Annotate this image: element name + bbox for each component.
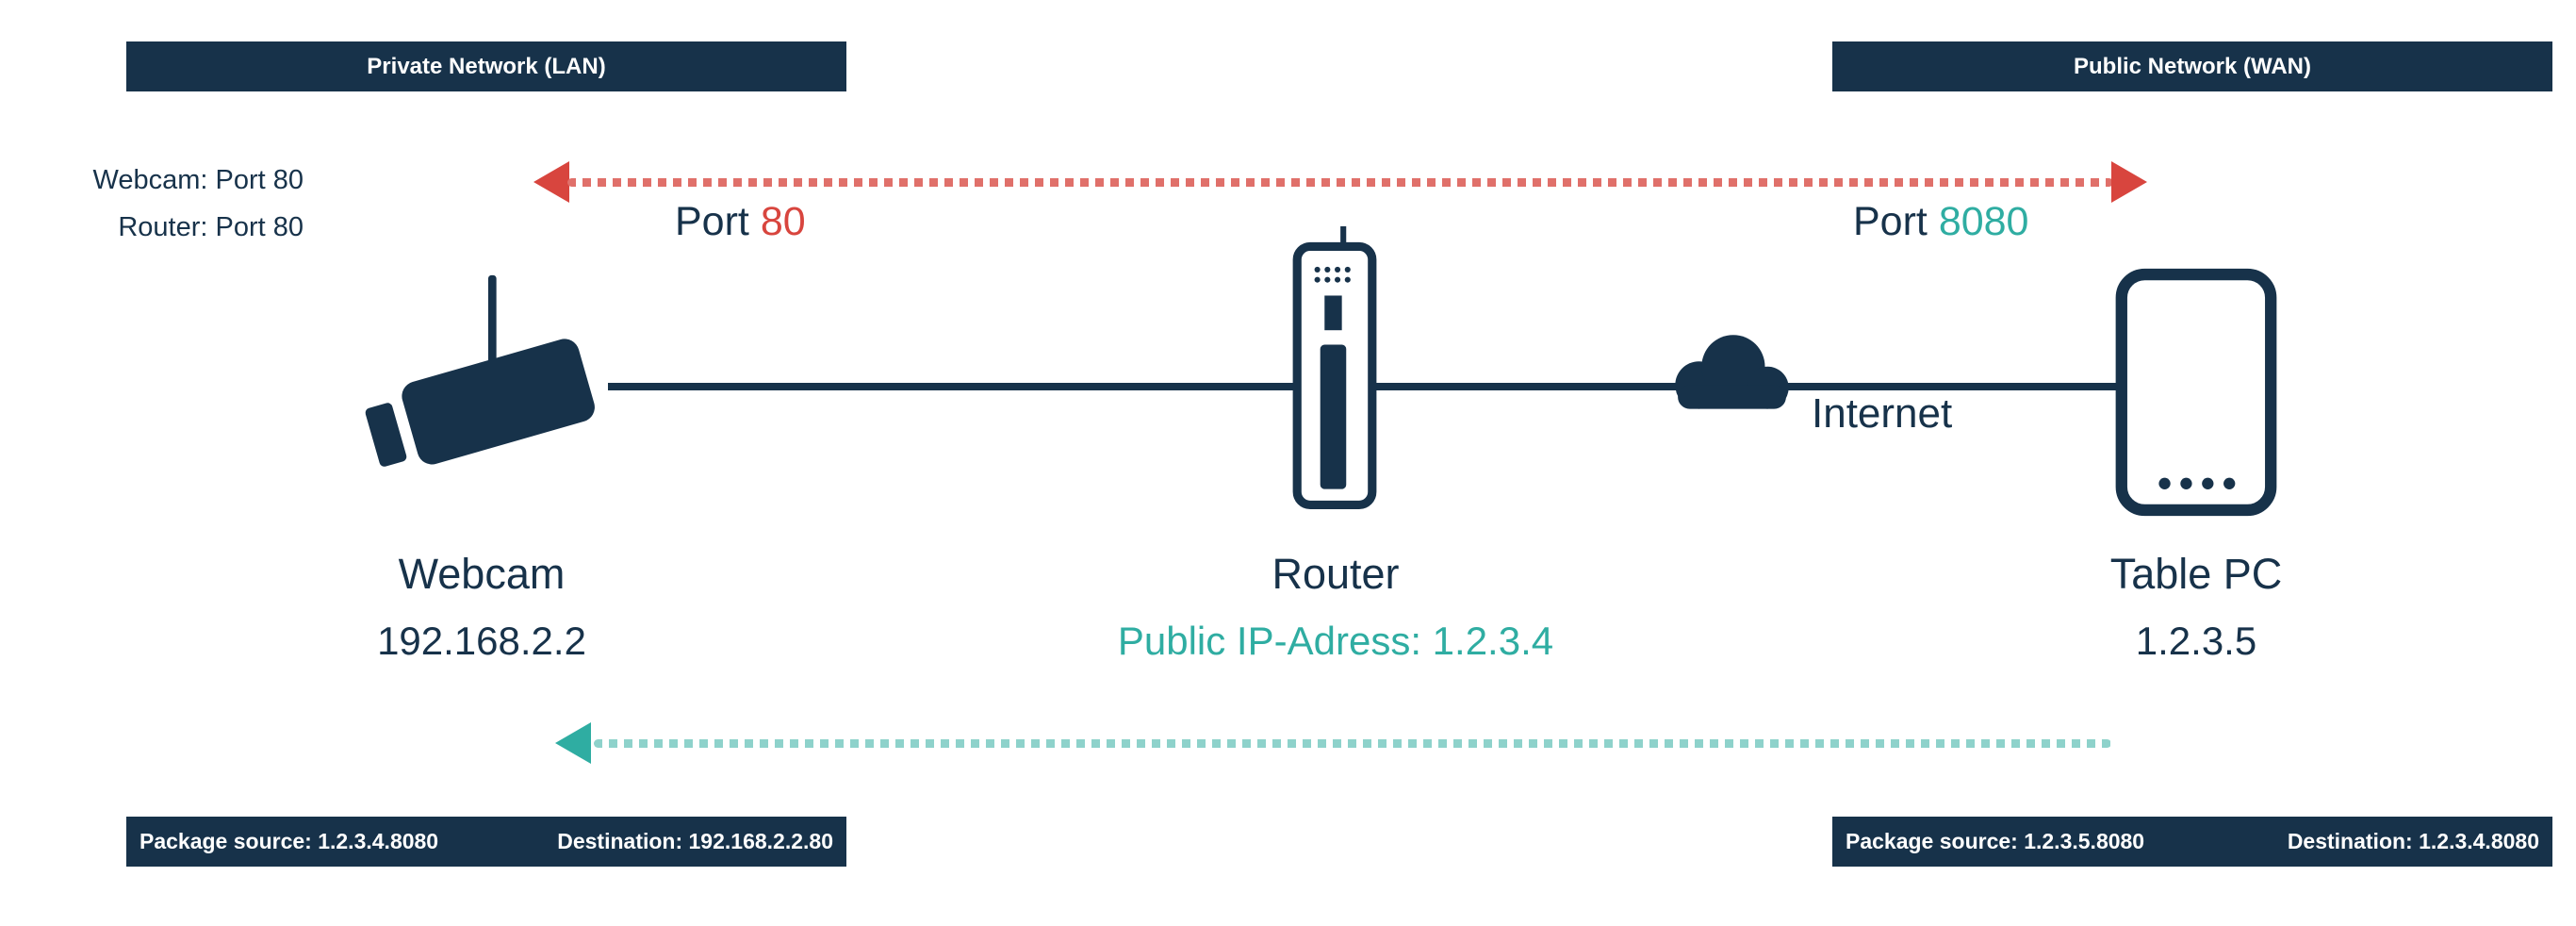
teal-dotted-line bbox=[594, 739, 2111, 748]
lan-packet-banner: Package source: 1.2.3.4.8080 Destination… bbox=[126, 817, 846, 867]
teal-arrow-left-head-icon bbox=[555, 722, 591, 764]
tablet-icon bbox=[2113, 268, 2279, 517]
lan-packet-destination: Destination: 192.168.2.2.80 bbox=[557, 829, 833, 853]
wan-packet-banner: Package source: 1.2.3.5.8080 Destination… bbox=[1832, 817, 2552, 867]
lan-banner-label: Private Network (LAN) bbox=[367, 53, 606, 79]
wan-packet-destination: Destination: 1.2.3.4.8080 bbox=[2287, 829, 2539, 853]
red-arrow-left-head-icon bbox=[533, 161, 569, 203]
lan-banner: Private Network (LAN) bbox=[126, 41, 846, 91]
port-note-webcam: Webcam: Port 80 bbox=[92, 165, 304, 195]
tablet-name: Table PC bbox=[2109, 550, 2283, 598]
red-dotted-line bbox=[567, 178, 2113, 187]
lan-port-value: 80 bbox=[760, 199, 806, 244]
router-icon bbox=[1291, 226, 1378, 509]
lan-port-label: Port 80 bbox=[675, 202, 806, 242]
lan-packet-source: Package source: 1.2.3.4.8080 bbox=[139, 829, 439, 853]
wan-packet-source: Package source: 1.2.3.5.8080 bbox=[1846, 829, 2145, 853]
wan-port-prefix: Port bbox=[1853, 199, 1939, 244]
wan-port-label: Port 8080 bbox=[1853, 202, 2028, 242]
router-public-ip: Public IP-Adress: 1.2.3.4 bbox=[1117, 619, 1554, 663]
lan-port-prefix: Port bbox=[675, 199, 761, 244]
red-arrow-right-head-icon bbox=[2111, 161, 2147, 203]
wan-banner-label: Public Network (WAN) bbox=[2073, 53, 2311, 79]
webcam-icon bbox=[351, 272, 613, 515]
wan-port-value: 8080 bbox=[1938, 199, 2029, 244]
internet-label: Internet bbox=[1812, 390, 1953, 437]
port-note-router: Router: Port 80 bbox=[118, 212, 304, 242]
internet-cloud-icon bbox=[1659, 324, 1805, 430]
wan-banner: Public Network (WAN) bbox=[1832, 41, 2552, 91]
router-name: Router bbox=[1272, 550, 1400, 598]
webcam-ip: 192.168.2.2 bbox=[377, 619, 586, 663]
webcam-name: Webcam bbox=[398, 550, 566, 598]
tablet-ip: 1.2.3.5 bbox=[2135, 619, 2257, 663]
port-mapping-note: Webcam: Port 80 Router: Port 80 bbox=[57, 157, 304, 251]
